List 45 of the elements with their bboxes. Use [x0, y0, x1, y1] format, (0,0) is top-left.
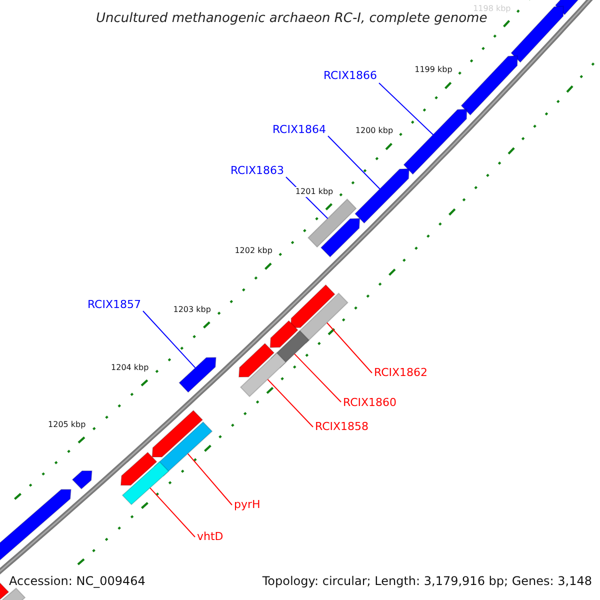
leader-line — [142, 310, 196, 368]
map-title: Uncultured methanogenic archaeon RC-I, complete genome — [96, 11, 488, 28]
gene-label: pyrH — [234, 498, 260, 511]
leader-line — [328, 136, 380, 190]
gene-segment — [152, 410, 204, 458]
position-label: 1204 kbp — [111, 362, 149, 373]
gene-segment — [320, 218, 360, 258]
gene-segment — [270, 320, 298, 348]
gene-label: RCIX1862 — [374, 366, 428, 379]
position-label: 1200 kbp — [355, 126, 394, 136]
gene-segment — [0, 489, 72, 561]
gene-segment — [120, 452, 158, 486]
gene-label: RCIX1863 — [230, 164, 284, 177]
gene-segment — [403, 108, 468, 175]
gene-segment — [460, 55, 518, 116]
leader-line — [326, 322, 372, 374]
position-label: 1202 kbp — [234, 246, 272, 256]
gene-label: RCIX1858 — [315, 420, 369, 433]
gene-label: RCIX1860 — [343, 396, 397, 409]
leader-line — [267, 378, 314, 428]
gene-label: RCIX1857 — [87, 298, 141, 311]
position-label: 1199 kbp — [414, 65, 452, 76]
gene-segment — [0, 582, 10, 600]
gene-segment — [354, 168, 410, 224]
gene-segment — [0, 588, 26, 600]
gene-segment — [510, 6, 564, 64]
footer-text: Accession: NC_009464 — [9, 574, 146, 589]
position-label: 1201 kbp — [295, 186, 334, 197]
gene-label: RCIX1864 — [272, 123, 326, 136]
gene-label: RCIX1866 — [323, 69, 377, 82]
position-label: 1205 kbp — [48, 420, 86, 430]
gene-segment — [307, 198, 357, 248]
leader-line — [294, 353, 342, 402]
footer-text: Topology: circular; Length: 3,179,916 bp; Genes: 3,148 — [262, 574, 592, 589]
leader-line — [150, 487, 196, 538]
gene-segment — [240, 352, 287, 398]
gene-segment — [122, 461, 170, 506]
gene-segment — [72, 470, 92, 490]
gene-label: vhtD — [197, 530, 224, 543]
position-label: 1203 kbp — [173, 304, 211, 315]
leader-line — [187, 453, 232, 506]
gene-segment — [178, 357, 216, 393]
leader-line — [378, 82, 434, 136]
gene-segment — [290, 284, 336, 328]
gene-segment — [238, 342, 275, 378]
